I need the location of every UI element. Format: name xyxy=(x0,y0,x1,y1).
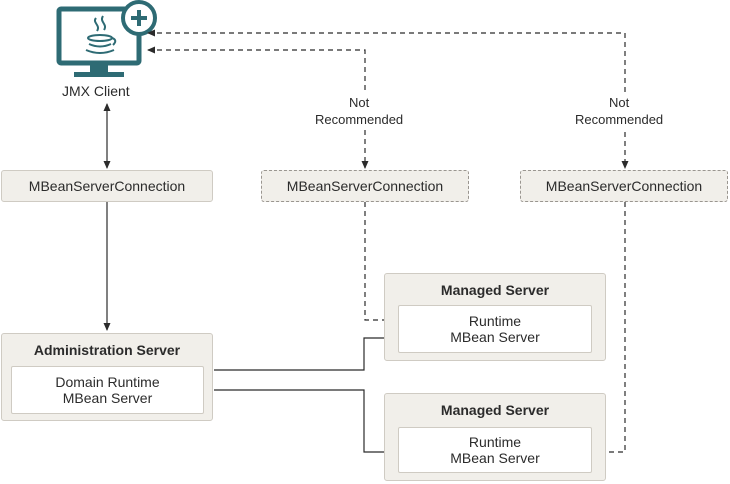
domain-runtime-mbean-server: Domain Runtime MBean Server xyxy=(11,366,204,414)
note-line: Recommended xyxy=(575,112,664,127)
note-line: Not xyxy=(348,95,370,110)
managed-server-1: Managed Server Runtime MBean Server xyxy=(384,273,606,361)
inner-line: Runtime xyxy=(468,434,522,450)
java-monitor-plus-icon xyxy=(56,0,157,77)
mbean-server-connection-admin: MBeanServerConnection xyxy=(1,170,213,202)
managed-server-2: Managed Server Runtime MBean Server xyxy=(384,393,606,481)
runtime-mbean-server-2: Runtime MBean Server xyxy=(398,427,592,473)
not-recommended-note-2: Not Recommended xyxy=(572,93,667,129)
inner-line: MBean Server xyxy=(450,329,540,345)
not-recommended-note-1: Not Recommended xyxy=(312,93,407,129)
admin-managed2-arrow xyxy=(214,389,398,456)
admin-managed1-arrow xyxy=(214,334,398,371)
inner-line: MBean Server xyxy=(62,390,153,406)
mbean-server-connection-managed-1: MBeanServerConnection xyxy=(261,170,469,202)
mbean-server-connection-managed-2: MBeanServerConnection xyxy=(520,170,728,202)
note-line: Recommended xyxy=(315,112,404,127)
runtime-mbean-server-1: Runtime MBean Server xyxy=(398,305,592,353)
administration-server: Administration Server Domain Runtime MBe… xyxy=(1,333,213,421)
inner-line: Domain Runtime xyxy=(55,374,160,390)
inner-line: MBean Server xyxy=(450,450,540,466)
note-line: Not xyxy=(608,95,630,110)
inner-line: Runtime xyxy=(468,313,522,329)
managed-server-1-title: Managed Server xyxy=(440,282,550,298)
administration-server-title: Administration Server xyxy=(33,342,181,358)
jmx-client-label: JMX Client xyxy=(62,83,130,99)
managed-server-2-title: Managed Server xyxy=(440,402,550,418)
